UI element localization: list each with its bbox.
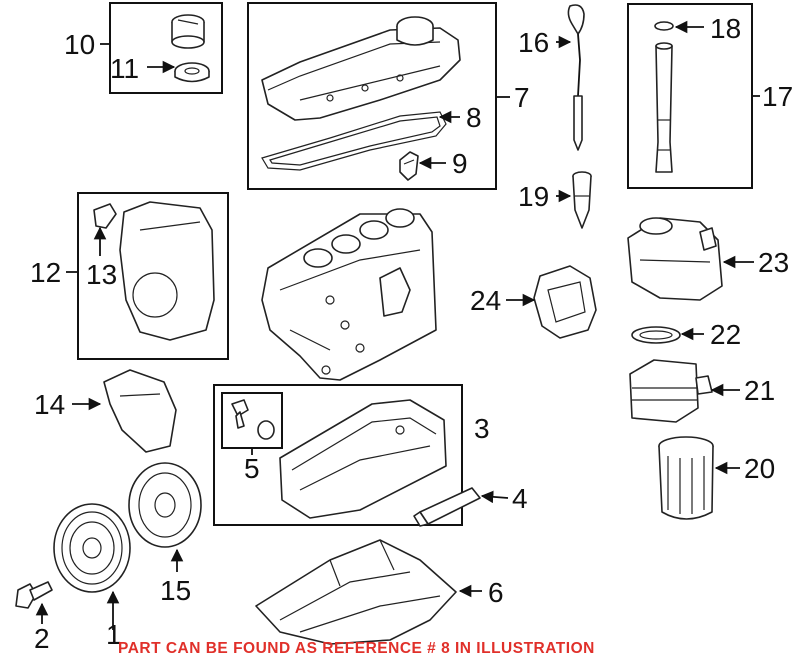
- sealant-tube-part: [413, 487, 481, 527]
- callout-15: 15: [160, 575, 191, 606]
- dipstick-guide-part: [572, 171, 592, 229]
- filter-plate-part: [533, 265, 597, 339]
- bracket-part: [399, 151, 419, 181]
- engine-block-part: [261, 208, 437, 381]
- callout-17: 17: [762, 81, 793, 112]
- dipstick-tube-part: [654, 21, 674, 173]
- callout-3: 3: [474, 413, 490, 444]
- group-box-valve-cover: [247, 2, 497, 190]
- group-box-timing-cover: [77, 192, 229, 360]
- baffle-tray-part: [255, 539, 457, 645]
- filter-housing-part: [627, 217, 723, 301]
- callout-4: 4: [512, 483, 528, 514]
- callout-12: 12: [30, 257, 61, 288]
- callout-10: 10: [64, 29, 95, 60]
- callout-7: 7: [514, 82, 530, 113]
- reference-note: PART CAN BE FOUND AS REFERENCE # 8 IN IL…: [118, 640, 595, 657]
- oil-pan-part: [279, 399, 447, 519]
- callout-8: 8: [466, 102, 482, 133]
- callout-21: 21: [744, 375, 775, 406]
- callout-22: 22: [710, 319, 741, 350]
- callout-16: 16: [518, 27, 549, 58]
- pulley-bolt-part: [15, 581, 53, 609]
- cap-seal-part: [174, 62, 210, 83]
- group-box-oil-pan: [213, 384, 463, 526]
- timing-cover-part: [93, 201, 215, 341]
- callout-13: 13: [86, 259, 117, 290]
- oil-filler-cap-part: [171, 14, 205, 49]
- callout-2: 2: [34, 623, 50, 654]
- valve-cover-part: [261, 16, 461, 121]
- valve-cover-gasket-part: [261, 111, 447, 171]
- callout-14: 14: [34, 389, 65, 420]
- drain-plug-part: [231, 399, 275, 440]
- crank-pulley-part: [53, 503, 131, 593]
- group-box-oil-cap: [109, 2, 223, 94]
- leader-4: [480, 490, 509, 504]
- callout-23: 23: [758, 247, 789, 278]
- callout-20: 20: [744, 453, 775, 484]
- housing-gasket-part: [631, 326, 681, 344]
- dipstick-part: [567, 4, 585, 151]
- callout-1: 1: [106, 619, 122, 650]
- callout-11: 11: [110, 53, 139, 84]
- oil-cooler-part: [629, 359, 713, 423]
- group-box-drain-plug: [221, 392, 283, 449]
- callout-19: 19: [518, 181, 549, 212]
- oil-filter-part: [658, 436, 714, 520]
- seal-plate-part: [103, 369, 177, 453]
- callout-5: 5: [244, 453, 260, 484]
- callout-6: 6: [488, 577, 504, 608]
- pulley-plate-part: [128, 462, 202, 548]
- callout-9: 9: [452, 148, 468, 179]
- callout-24: 24: [470, 285, 501, 316]
- callout-18: 18: [710, 13, 741, 44]
